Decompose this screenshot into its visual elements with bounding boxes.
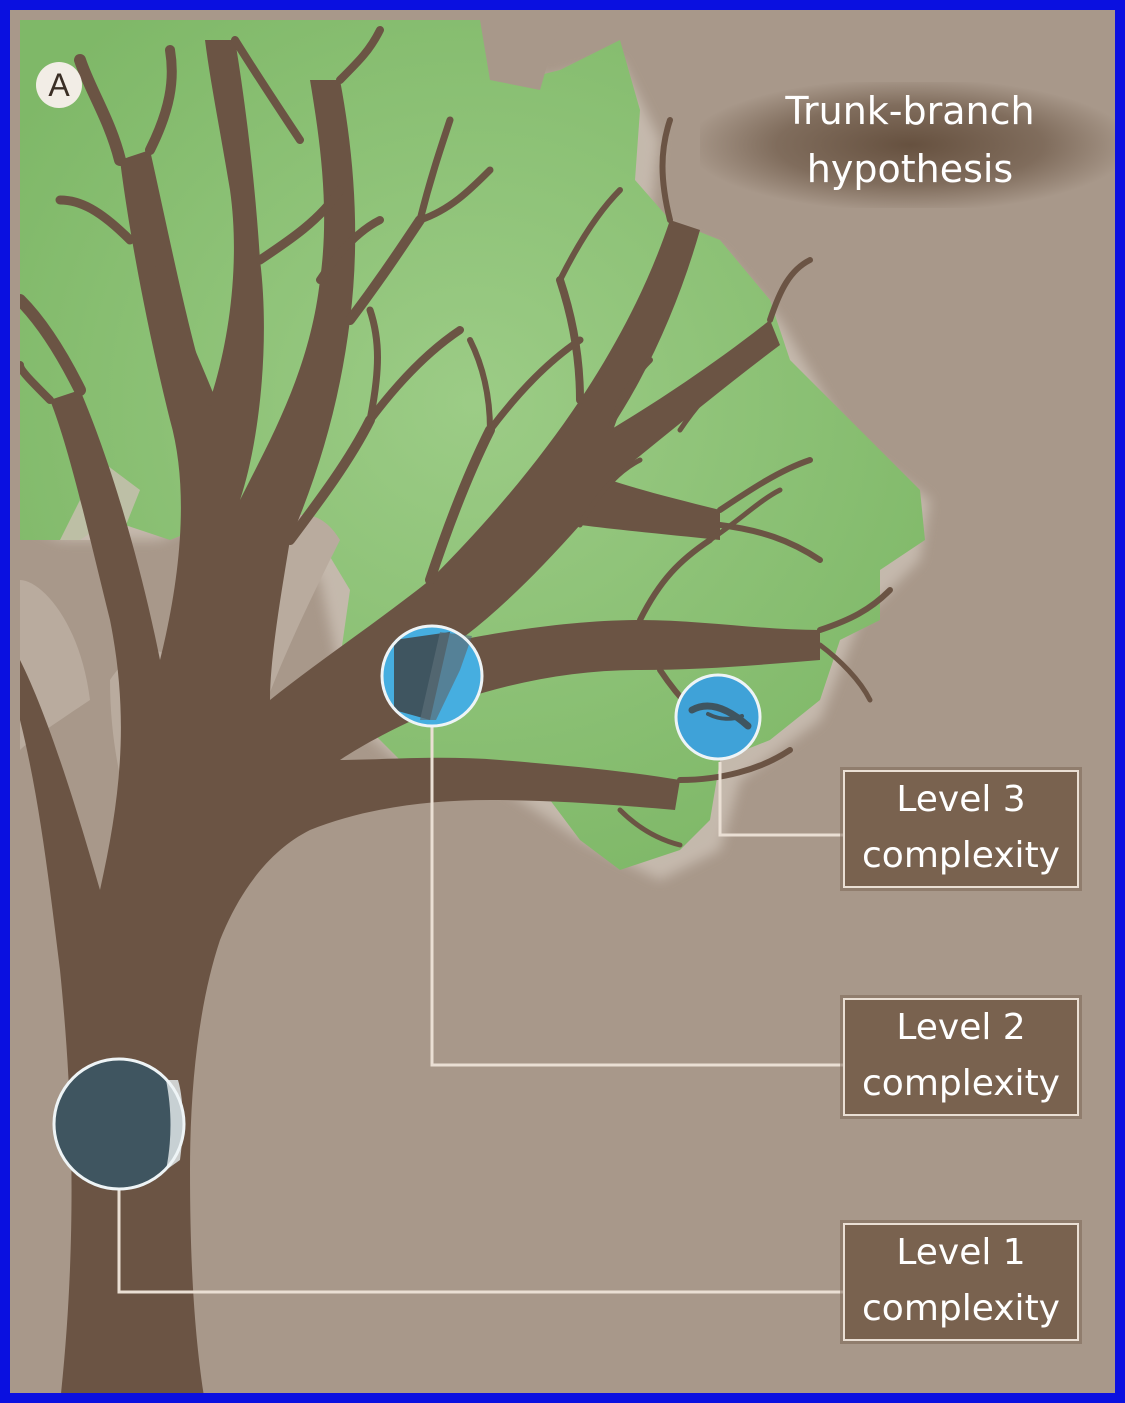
label-level-1-line-1: Level 1 (845, 1225, 1077, 1281)
label-level-2-line-2: complexity (845, 1056, 1077, 1112)
lens-level-2 (382, 626, 482, 726)
diagram-title: Trunk-branch hypothesis (700, 82, 1120, 208)
panel-edge (1118, 20, 1125, 1403)
lens-level-1 (54, 1059, 184, 1189)
label-level-3: Level 3 complexity (843, 770, 1079, 888)
title-line-1: Trunk-branch (700, 82, 1120, 140)
label-level-2-line-1: Level 2 (845, 1000, 1077, 1056)
label-level-2: Level 2 complexity (843, 998, 1079, 1116)
tree-illustration (20, 20, 1125, 1403)
label-level-3-line-1: Level 3 (845, 772, 1077, 828)
lens-level-3 (676, 675, 760, 759)
panel-letter: A (36, 62, 82, 108)
diagram-panel: A Trunk-branch hypothesis Level 3 comple… (20, 20, 1125, 1403)
title-line-2: hypothesis (700, 140, 1120, 198)
label-level-1-line-2: complexity (845, 1281, 1077, 1337)
label-level-1: Level 1 complexity (843, 1223, 1079, 1341)
label-level-3-line-2: complexity (845, 828, 1077, 884)
